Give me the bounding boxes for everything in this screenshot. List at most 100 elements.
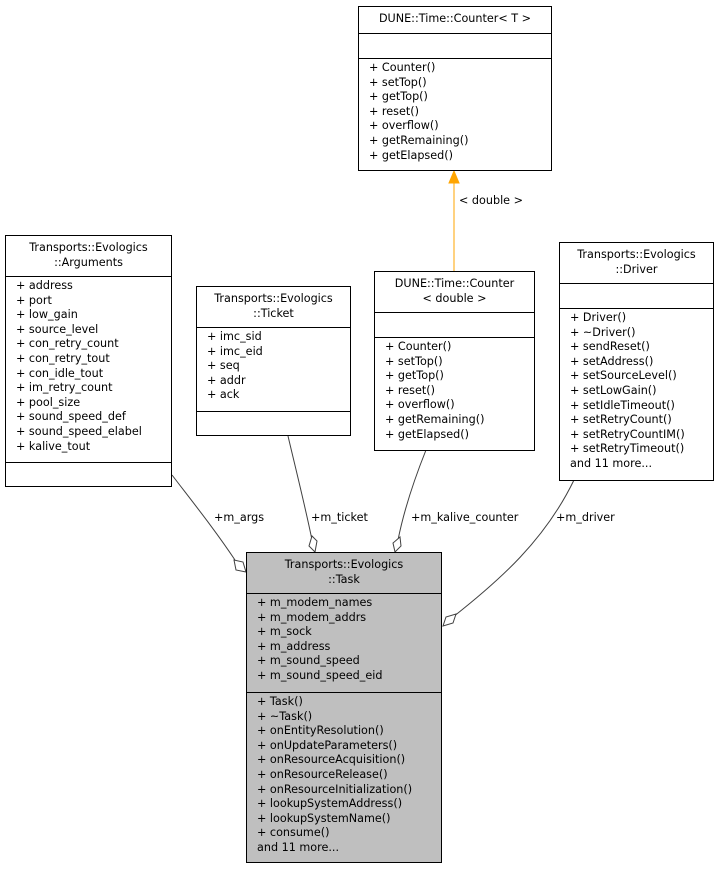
attribute: + low_gain [16,308,78,322]
method: + overflow() [385,398,455,412]
class-counter-double[interactable]: DUNE::Time::Counter < double > + Counter… [374,271,535,451]
attribute: + m_sound_speed_eid [257,668,383,682]
method: + setSourceLevel() [570,369,677,383]
driver-edge [452,479,575,618]
method: + Task() [257,695,303,708]
ticket-label: +m_ticket [311,511,368,524]
method: + sendReset() [570,340,650,354]
title-line: Transports::Evologics [577,248,696,261]
title-line: ::Arguments [54,255,123,269]
method: + onResourceRelease() [257,767,388,781]
method: + getElapsed() [385,427,469,441]
method: + setTop() [385,354,443,368]
method: + reset() [385,383,435,397]
method: + ~Driver() [570,325,636,339]
attribute: + kalive_tout [16,439,91,453]
template-arrowhead [448,169,460,184]
class-title: Transports::Evologics ::Task [247,553,441,593]
kalive-edge [397,449,427,541]
title-line: < double > [422,291,487,305]
template-label: < double > [459,194,523,207]
title-line: ::Ticket [253,306,294,320]
method: + getRemaining() [369,133,469,147]
class-title: DUNE::Time::Counter< T > [359,7,551,33]
kalive-label: +m_kalive_counter [411,511,519,524]
method: and 11 more... [570,456,653,470]
method: + getElapsed() [369,148,453,162]
attribute: + sound_speed_elabel [16,424,142,438]
title-line: DUNE::Time::Counter< T > [378,12,532,25]
class-arguments[interactable]: Transports::Evologics ::Arguments + addr… [5,235,172,487]
method: + setIdleTimeout() [570,398,675,412]
method: + lookupSystemName() [257,811,391,825]
methods-section [197,411,350,414]
method: + ~Task() [257,709,313,723]
class-title: DUNE::Time::Counter < double > [375,272,534,312]
attribute: + con_retry_count [16,337,119,351]
class-title: Transports::Evologics ::Arguments [6,236,171,276]
attributes-section: + address + port + low_gain + source_lev… [6,276,171,462]
method: + Driver() [570,311,627,324]
method: + setAddress() [570,354,654,368]
attributes-section: + m_modem_names + m_modem_addrs + m_sock… [247,593,441,692]
attribute: + im_retry_count [16,381,113,395]
attribute: + imc_eid [207,344,263,358]
method: and 11 more... [257,840,340,854]
title-line: ::Driver [615,262,658,276]
title-line: DUNE::Time::Counter [394,277,515,290]
attribute: + source_level [16,322,99,336]
attribute: + pool_size [16,395,81,409]
attribute: + port [16,293,52,307]
title-line: Transports::Evologics [29,241,148,254]
method: + onResourceAcquisition() [257,753,406,767]
method: + getTop() [369,90,428,104]
attribute: + m_sock [257,625,312,639]
title-line: Transports::Evologics [214,292,333,305]
method: + onResourceInitialization() [257,782,413,796]
methods-section [6,462,171,465]
attribute: + m_sound_speed [257,654,360,668]
title-line: Transports::Evologics [284,558,404,571]
ticket-edge [287,435,313,541]
method: + consume() [257,826,330,840]
method: + onUpdateParameters() [257,738,398,752]
methods-section: + Task() + ~Task() + onEntityResolution(… [247,692,441,856]
args-diamond [233,559,247,573]
class-ticket[interactable]: Transports::Evologics ::Ticket + imc_sid… [196,286,351,436]
method: + setRetryCount() [570,413,672,427]
attribute: + m_modem_addrs [257,610,367,624]
class-title: Transports::Evologics ::Ticket [197,287,350,327]
attribute: + address [16,279,73,292]
method: + setRetryTimeout() [570,442,685,456]
method: + getRemaining() [385,412,485,426]
attributes-section: + imc_sid + imc_eid + seq + addr + ack [197,327,350,411]
attribute: + addr [207,373,246,387]
method: + reset() [369,104,419,118]
args-label: +m_args [214,511,265,524]
args-edge [171,474,236,561]
title-line: ::Task [328,572,360,586]
attributes-section [560,283,713,308]
attributes-section [375,312,534,337]
kalive-diamond [392,536,402,553]
class-driver[interactable]: Transports::Evologics ::Driver + Driver(… [559,242,714,481]
method: + setRetryCountIM() [570,427,685,441]
attribute: + m_address [257,639,331,653]
method: + setTop() [369,75,427,89]
attribute: + ack [207,388,240,402]
driver-label: +m_driver [556,511,615,524]
driver-diamond [442,613,457,627]
attribute: + imc_sid [207,330,262,343]
methods-section: + Counter() + setTop() + getTop() + rese… [359,58,551,163]
method: + overflow() [369,119,439,133]
method: + getTop() [385,369,444,383]
class-task[interactable]: Transports::Evologics ::Task + m_modem_n… [246,552,442,863]
method: + setLowGain() [570,383,657,397]
attribute: + con_retry_tout [16,351,110,365]
attribute: + seq [207,359,240,373]
ticket-diamond [308,535,318,554]
attribute: + con_idle_tout [16,366,104,380]
class-counter-template[interactable]: DUNE::Time::Counter< T > + Counter() + s… [358,6,552,171]
method: + Counter() [385,340,452,353]
